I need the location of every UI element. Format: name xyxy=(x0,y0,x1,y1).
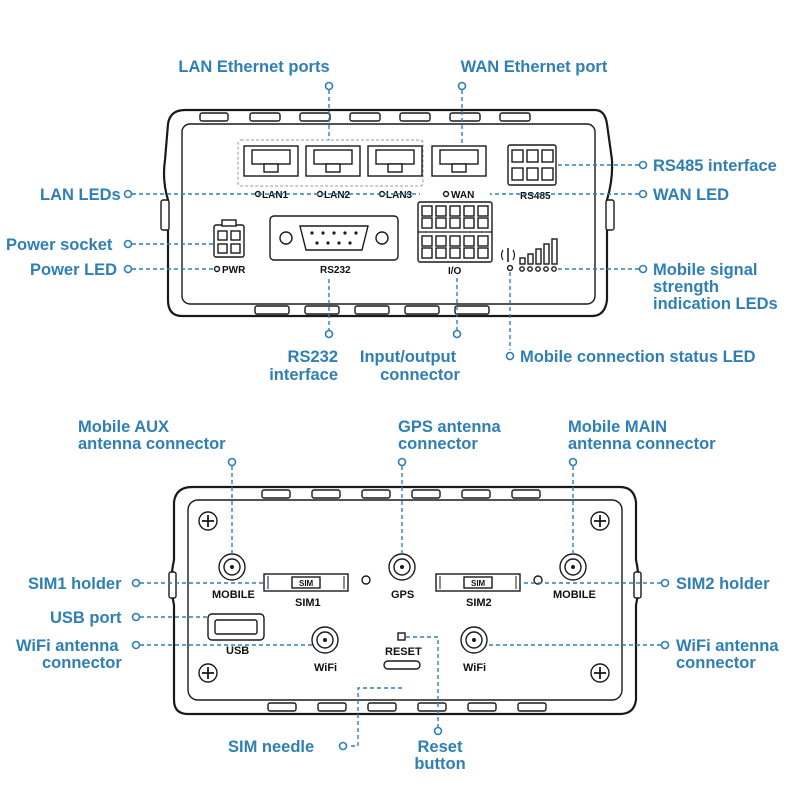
top-callouts: LAN Ethernet ports WAN Ethernet port RS4… xyxy=(6,58,778,384)
mobile-aux-callout-line1: Mobile AUX xyxy=(78,418,169,436)
signal-antenna-icon xyxy=(500,248,516,262)
signal-led-5 xyxy=(551,266,557,272)
wifi-right-label: WiFi xyxy=(463,662,486,674)
wifi-left-callout-line1: WiFi antenna xyxy=(16,637,119,655)
pwr-label: PWR xyxy=(222,265,246,276)
mobile-main-connector xyxy=(559,553,587,581)
wifi-left-connector xyxy=(311,626,339,654)
io-connector xyxy=(417,201,493,263)
signal-bars-icon xyxy=(519,238,558,265)
signal-led-2 xyxy=(527,266,533,272)
mobile-left-label: MOBILE xyxy=(212,589,255,601)
signal-led-4 xyxy=(543,266,549,272)
sim1-holder xyxy=(263,573,349,592)
wifi-right-connector xyxy=(460,626,488,654)
wifi-right-callout-line2: connector xyxy=(676,654,756,672)
usb-label: USB xyxy=(226,645,249,657)
lan3-label: LAN3 xyxy=(386,190,413,201)
io-callout-line2: connector xyxy=(380,366,460,384)
wifi-left-label: WiFi xyxy=(314,662,337,674)
sim1-label: SIM1 xyxy=(295,597,321,609)
sim2-tag: SIM xyxy=(471,579,486,588)
mobile-main-callout-line1: Mobile MAIN xyxy=(568,418,667,436)
lan-group-outline xyxy=(237,139,424,187)
mobile-signal-callout-line2: strength xyxy=(653,278,719,296)
wan-led-callout: WAN LED xyxy=(653,186,729,204)
screw-icon xyxy=(198,663,218,683)
sim2-eject-hole xyxy=(533,575,543,585)
lan2-label: LAN2 xyxy=(324,190,351,201)
usb-port xyxy=(207,613,265,641)
rs232-connector xyxy=(269,215,399,261)
mobile-status-led xyxy=(506,264,514,272)
io-label: I/O xyxy=(448,266,462,277)
sim2-callout: SIM2 holder xyxy=(676,575,770,593)
rs485-callout: RS485 interface xyxy=(653,157,777,175)
mobile-status-callout: Mobile connection status LED xyxy=(520,348,756,366)
mobile-right-label: MOBILE xyxy=(553,589,596,601)
screw-icon xyxy=(198,511,218,531)
sim2-label: SIM2 xyxy=(466,597,492,609)
signal-led-1 xyxy=(519,266,525,272)
gps-connector xyxy=(388,553,416,581)
gps-callout-line1: GPS antenna xyxy=(398,418,502,436)
mobile-main-callout-line2: antenna connector xyxy=(568,435,716,453)
gps-callout-line2: connector xyxy=(398,435,478,453)
sim-needle-callout: SIM needle xyxy=(228,738,314,756)
wan-port-callout: WAN Ethernet port xyxy=(461,58,608,76)
mobile-signal-callout-line3: indication LEDs xyxy=(653,295,778,313)
lan3-port xyxy=(367,145,423,177)
reset-callout-line1: Reset xyxy=(418,738,463,756)
rs232-label: RS232 xyxy=(320,265,351,276)
wifi-right-callout-line1: WiFi antenna xyxy=(676,637,779,655)
sim1-callout: SIM1 holder xyxy=(28,575,122,593)
screw-icon xyxy=(590,663,610,683)
mobile-aux-callout-line2: antenna connector xyxy=(78,435,226,453)
reset-led xyxy=(397,632,406,641)
power-led-callout: Power LED xyxy=(30,261,117,279)
rs485-connector xyxy=(507,144,557,186)
reset-label: RESET xyxy=(385,646,422,658)
reset-button[interactable] xyxy=(383,660,421,670)
rs232-callout-line1: RS232 xyxy=(288,348,338,366)
lan-leds-callout: LAN LEDs xyxy=(40,186,121,204)
power-led xyxy=(213,265,221,273)
reset-callout-line2: button xyxy=(414,755,465,773)
back-panel: MOBILE SIM SIM1 GPS SIM SIM2 xyxy=(168,485,642,716)
sim1-eject-hole xyxy=(361,575,371,585)
wan-led xyxy=(442,190,450,198)
mobile-signal-callout-line1: Mobile signal xyxy=(653,261,758,279)
sim1-tag: SIM xyxy=(299,579,314,588)
gps-label: GPS xyxy=(391,589,414,601)
usb-callout: USB port xyxy=(50,609,122,627)
lan2-port xyxy=(305,145,361,177)
power-socket xyxy=(213,219,245,258)
wifi-left-callout-line2: connector xyxy=(42,654,122,672)
front-panel: LAN1 LAN2 LAN3 WAN RS485 PWR xyxy=(160,108,615,318)
power-socket-callout: Power socket xyxy=(6,236,113,254)
wan-label: WAN xyxy=(451,190,474,201)
lan-ports-callout: LAN Ethernet ports xyxy=(178,58,329,76)
sim2-holder xyxy=(435,573,521,592)
mobile-aux-connector xyxy=(218,553,246,581)
io-callout-line1: Input/output xyxy=(360,348,457,366)
wan-port xyxy=(431,145,487,177)
lan1-port xyxy=(243,145,299,177)
rs232-callout-line2: interface xyxy=(269,366,338,384)
bottom-callouts: Mobile AUX antenna connector GPS antenna… xyxy=(16,418,779,773)
signal-led-3 xyxy=(535,266,541,272)
screw-icon xyxy=(590,511,610,531)
lan1-label: LAN1 xyxy=(262,190,289,201)
rs485-label: RS485 xyxy=(520,191,551,202)
